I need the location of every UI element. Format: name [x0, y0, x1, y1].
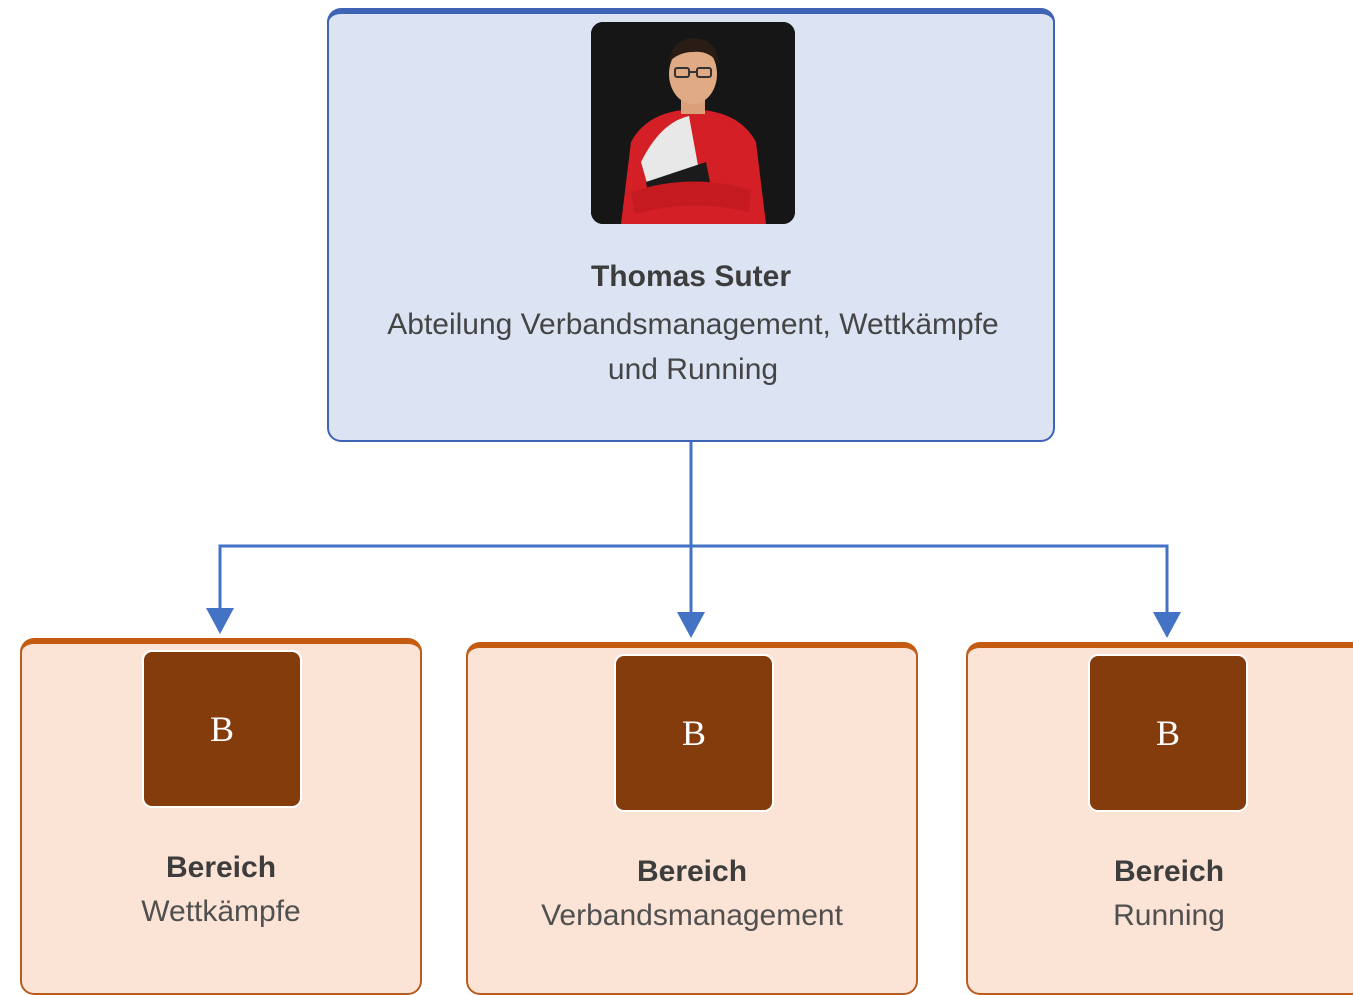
root-role: Abteilung Verbandsmanagement, Wettkämpfe… — [387, 308, 999, 386]
connector-to-running — [691, 544, 1169, 614]
child-node-verbandsmanagement[interactable]: B Bereich Verbandsmanagement — [466, 642, 918, 995]
badge-icon: B — [142, 650, 302, 808]
child-title: Bereich — [636, 855, 748, 888]
child-title: Bereich — [165, 851, 277, 884]
person-photo-icon — [591, 22, 795, 224]
child-node-running[interactable]: B Bereich Running — [966, 642, 1353, 995]
badge-icon: B — [1088, 654, 1248, 812]
root-node[interactable]: Thomas Suter Abteilung Verbandsmanagemen… — [327, 8, 1055, 442]
child-node-wettkaempfe[interactable]: B Bereich Wettkämpfe — [20, 638, 422, 995]
arrowhead-running — [1153, 612, 1181, 638]
badge-icon: B — [614, 654, 774, 812]
child-subtitle: Wettkämpfe — [141, 895, 301, 928]
root-name: Thomas Suter — [590, 260, 792, 293]
arrowhead-wettkaempfe — [206, 608, 234, 634]
connector-to-wettkaempfe — [218, 544, 691, 612]
child-subtitle: Verbandsmanagement — [541, 899, 843, 932]
child-title: Bereich — [1113, 855, 1225, 888]
child-subtitle: Running — [1113, 899, 1225, 932]
arrowhead-verbandsmanagement — [677, 612, 705, 638]
